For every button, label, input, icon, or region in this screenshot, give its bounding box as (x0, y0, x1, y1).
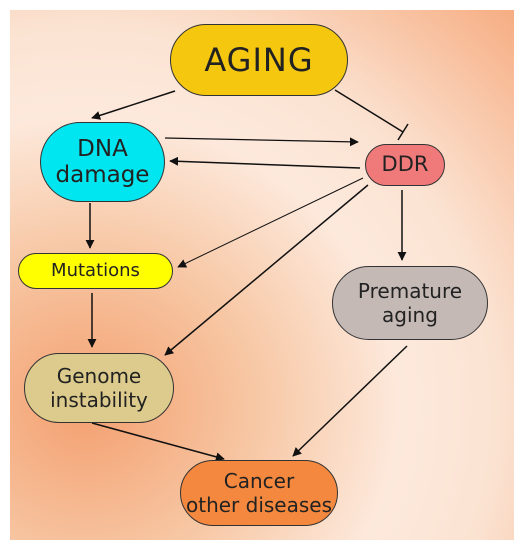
edge-aging-inhibits-ddr-bar (397, 123, 409, 141)
node-genome-instability: Genome instability (24, 353, 174, 423)
node-mutations-label: Mutations (51, 260, 140, 282)
node-aging-label: AGING (204, 40, 314, 79)
edge-aging-to-dna-damage (91, 90, 176, 120)
edge-ddr-to-genome-instability (164, 184, 369, 356)
node-cancer-label: Cancer other diseases (185, 469, 332, 517)
node-ddr-label: DDR (381, 152, 429, 177)
diagram-canvas: AGING DNA damage DDR Mutations Premature… (10, 10, 514, 540)
edge-premature-aging-to-cancer (292, 345, 408, 457)
node-genome-instability-label: Genome instability (50, 364, 148, 412)
node-ddr: DDR (365, 144, 445, 186)
edge-ddr-to-mutations (177, 177, 364, 268)
edge-genome-instability-to-cancer (91, 422, 225, 462)
edge-aging-inhibits-ddr (334, 89, 404, 133)
edge-dna-damage-to-ddr (164, 137, 359, 147)
node-aging: AGING (170, 24, 348, 96)
node-premature-aging: Premature aging (332, 266, 488, 340)
edge-ddr-to-dna-damage (169, 156, 361, 169)
node-premature-aging-label: Premature aging (357, 279, 463, 327)
node-dna-damage-label: DNA damage (55, 135, 150, 188)
node-mutations: Mutations (18, 253, 173, 289)
node-dna-damage: DNA damage (40, 122, 165, 202)
node-cancer: Cancer other diseases (180, 460, 338, 526)
arrows-layer (85, 89, 409, 462)
